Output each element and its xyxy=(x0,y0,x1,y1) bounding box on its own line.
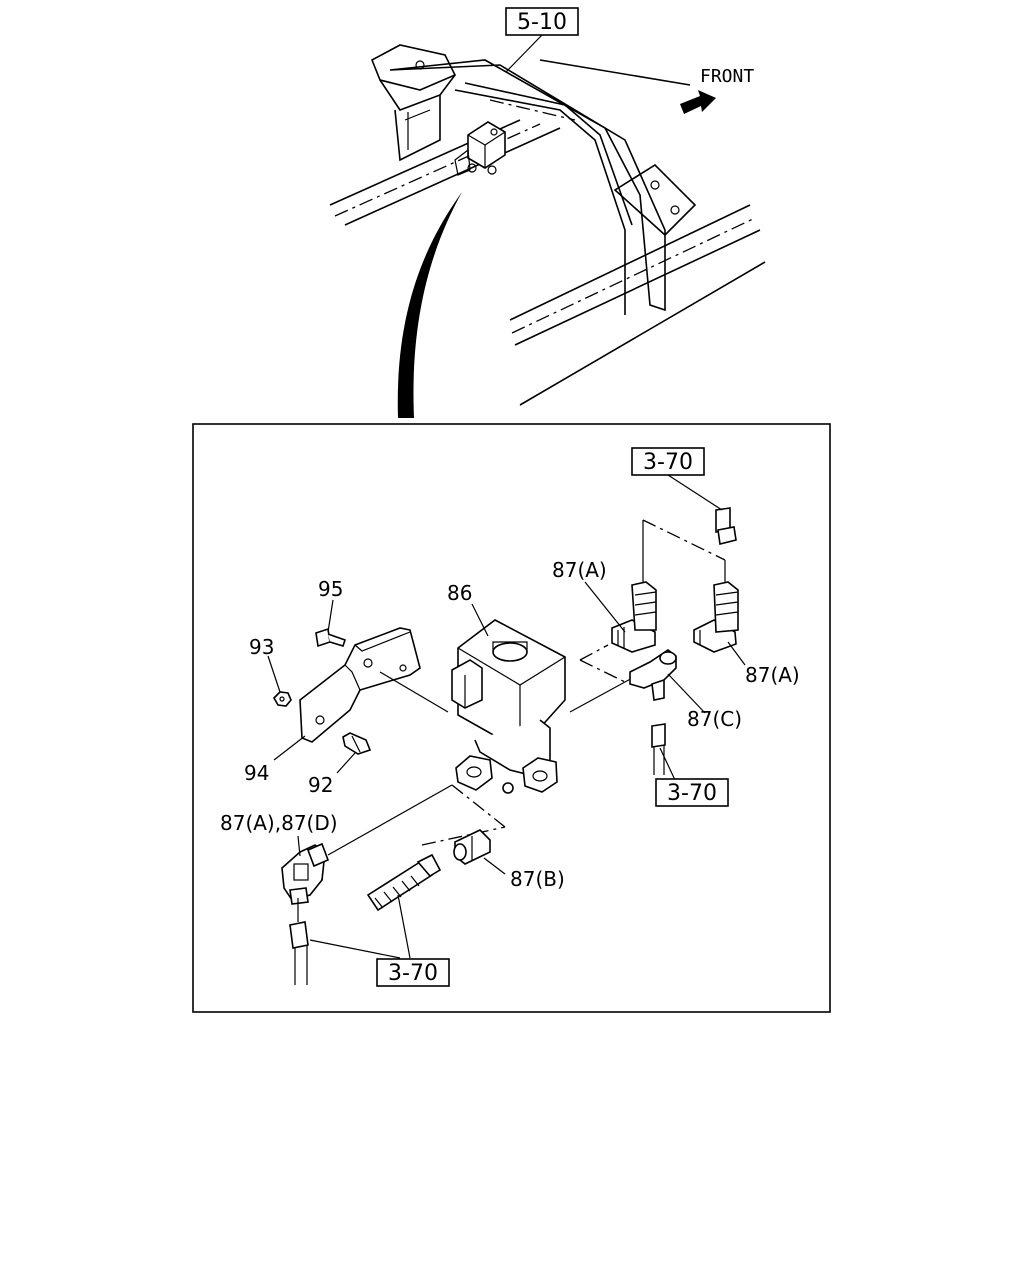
callout-87a-top: 87(A) xyxy=(552,558,607,582)
callout-93: 93 xyxy=(249,635,274,659)
valve-86 xyxy=(451,619,566,794)
ref-box-3-70-right[interactable]: 3-70 xyxy=(655,778,729,807)
pipe-end-top xyxy=(715,507,737,545)
fitting-87ad xyxy=(281,842,330,905)
front-direction: FRONT xyxy=(680,66,754,114)
fitting-87c xyxy=(629,649,677,701)
callout-87c: 87(C) xyxy=(687,707,742,731)
valve-location-marker xyxy=(454,121,506,176)
callout-87ad: 87(A),87(D) xyxy=(220,811,338,835)
frame-overview: 5-10 FRONT xyxy=(329,7,766,418)
svg-text:3-70: 3-70 xyxy=(388,961,438,986)
front-label: FRONT xyxy=(700,66,754,87)
pipe-end-87c-lower xyxy=(651,723,666,775)
braided-hose xyxy=(366,853,442,912)
nut-93 xyxy=(273,691,292,707)
detail-callout-swoosh xyxy=(397,192,462,418)
callout-87a-right: 87(A) xyxy=(745,663,800,687)
bolt-95 xyxy=(315,627,347,648)
callout-95: 95 xyxy=(318,577,343,601)
detail-frame xyxy=(192,423,831,1013)
bracket-94 xyxy=(299,627,421,743)
ref-box-3-70-top[interactable]: 3-70 xyxy=(631,447,705,476)
callout-86: 86 xyxy=(447,581,472,605)
fitting-87a-top xyxy=(611,581,657,653)
svg-text:3-70: 3-70 xyxy=(667,781,717,806)
svg-text:3-70: 3-70 xyxy=(643,450,693,475)
callout-92: 92 xyxy=(308,773,333,797)
fitting-87a-right xyxy=(693,581,739,653)
fitting-87b xyxy=(453,829,491,865)
arrow-front-icon xyxy=(680,90,716,114)
ref-box-5-10[interactable]: 5-10 xyxy=(505,7,579,36)
callout-87b: 87(B) xyxy=(510,867,565,891)
svg-text:5-10: 5-10 xyxy=(517,10,567,35)
pipe-end-lower xyxy=(289,921,309,985)
bolt-92 xyxy=(342,732,372,755)
ref-box-3-70-bottom[interactable]: 3-70 xyxy=(376,958,450,987)
callout-94: 94 xyxy=(244,761,269,785)
